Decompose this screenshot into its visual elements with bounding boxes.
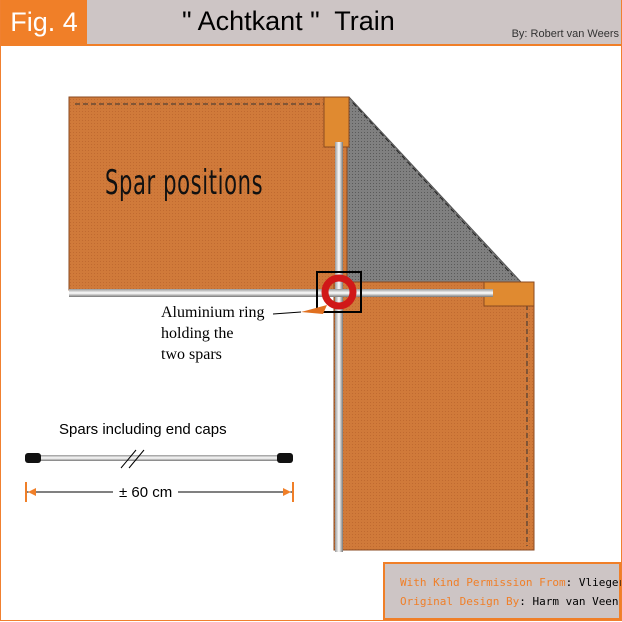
ring-label-line-1: Aluminium ring [161,304,265,321]
spar-caption: Spars including end caps [59,421,227,438]
header-bar: " Achtkant " Train By: Robert van Weers [87,0,621,44]
sail-panel-bottom-right [333,281,535,551]
ring-pointer [301,305,327,314]
diagram-heading: Spar positions [105,163,264,203]
figure-number: Fig. 4 [1,0,87,44]
aluminium-ring [321,274,357,310]
vertical-spar [335,142,343,552]
ring-label-line-3: two spars [161,346,222,363]
design-value: : Harm van Veen [519,595,619,608]
gray-panel [340,96,523,293]
design-label: Original Design By [400,595,520,608]
horizontal-spar [69,289,493,297]
spar-length: ± 60 cm [113,484,179,501]
credits-box: With Kind Permission From: Vlieger Blad … [383,562,621,620]
page-title: " Achtkant " Train [182,6,395,36]
permission-value: : Vlieger Blad [565,576,622,589]
author: By: Robert van Weers [511,28,619,40]
spar-illustration [29,455,291,461]
header-divider [1,44,621,46]
ring-label-line-2: holding the [161,325,234,342]
sail-panel-top-left [68,96,348,291]
permission-label: With Kind Permission From [400,576,566,589]
end-cap-pocket-top [323,96,350,148]
